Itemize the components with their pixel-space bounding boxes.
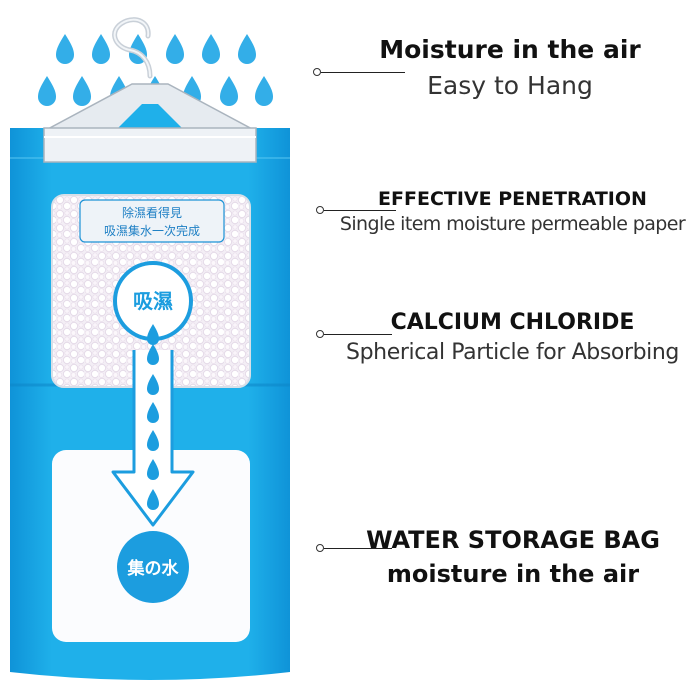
feature-subtitle: Spherical Particle for Absorbing [346, 340, 679, 365]
bag-label-line1: 除濕看得見 [122, 205, 182, 220]
collect-badge-label: 集の水 [127, 558, 180, 579]
feature-title: Moisture in the air [379, 35, 641, 64]
collect-badge [117, 531, 189, 603]
bag-label-line2: 吸濕集水一次完成 [104, 223, 200, 238]
feature-title: WATER STORAGE BAG [366, 526, 660, 554]
feature-title: EFFECTIVE PENETRATION [378, 188, 647, 210]
feature-subtitle: Single item moisture permeable paper [339, 213, 686, 235]
hanger-icon [43, 17, 257, 163]
droplet-flow-icon [147, 324, 159, 510]
feature-subtitle: moisture in the air [386, 560, 640, 588]
feature-title: CALCIUM CHLORIDE [390, 310, 635, 335]
absorb-badge-label: 吸濕 [133, 289, 173, 313]
feature-subtitle: Easy to Hang [427, 71, 593, 100]
